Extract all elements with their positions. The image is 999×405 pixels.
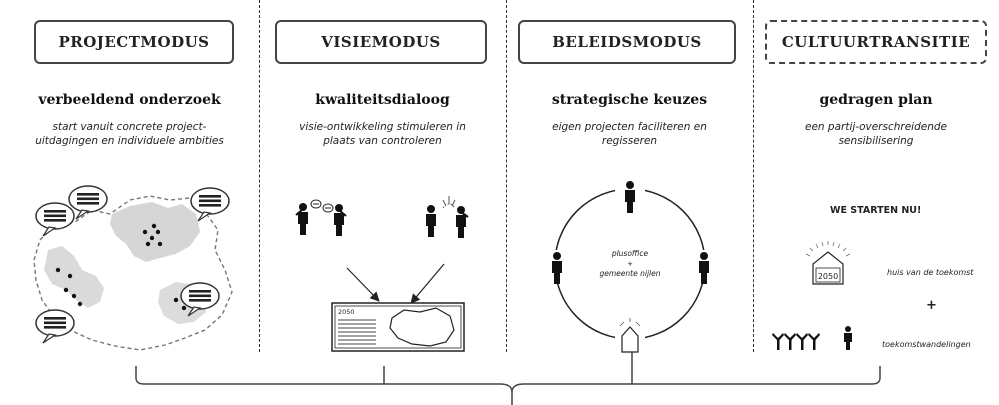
person-icon	[844, 326, 852, 350]
column-beleidsmodus: BELEIDSMODUS strategische keuzes eigen p…	[506, 0, 753, 352]
plus-sign: +	[926, 298, 937, 313]
document-year: 2050	[338, 308, 355, 316]
bottom-brace	[135, 366, 881, 405]
mode-box-projectmodus: PROJECTMODUS	[34, 20, 234, 64]
column-heading: kwaliteitsdialoog	[315, 92, 450, 108]
speech-bubble-icon	[35, 202, 75, 237]
divider-2	[506, 0, 507, 352]
arrow-right	[410, 263, 445, 304]
center-label-2: gemeente nijlen	[600, 269, 661, 278]
column-description: visie-ontwikkeling stimuleren in plaats …	[299, 121, 466, 147]
column-description: een partij-overschreidende sensibiliseri…	[805, 121, 947, 147]
mode-title: BELEIDSMODUS	[552, 33, 702, 51]
column-heading: strategische keuzes	[551, 92, 708, 108]
divider-3	[753, 0, 754, 352]
dialogue-group-left	[295, 199, 347, 236]
mode-box-cultuurtransitie: CULTUURTRANSITIE	[765, 20, 987, 64]
person-icon	[298, 203, 308, 235]
center-label-1: plusoffice	[611, 249, 649, 258]
column-description: eigen projecten faciliteren en regissere…	[552, 121, 707, 147]
column-visiemodus: VISIEMODUS kwaliteitsdialoog visie-ontwi…	[259, 0, 506, 352]
column-description: start vanuit concrete project-uitdaginge…	[35, 121, 224, 147]
mode-title: VISIEMODUS	[321, 33, 441, 51]
arrow-left	[346, 267, 380, 302]
house-year: 2050	[818, 272, 838, 281]
column-heading: gedragen plan	[819, 92, 933, 108]
mode-box-beleidsmodus: BELEIDSMODUS	[518, 20, 736, 64]
house-icon	[619, 318, 641, 353]
mode-title: PROJECTMODUS	[58, 33, 210, 51]
start-now-text: WE STARTEN NU!	[830, 205, 922, 216]
speech-bubble-icon	[190, 187, 230, 222]
person-icon	[456, 206, 466, 238]
center-label-plus: +	[627, 260, 633, 268]
divider-1	[259, 0, 260, 352]
person-icon	[334, 204, 344, 236]
column-heading: verbeeldend onderzoek	[38, 92, 221, 108]
house-of-future-label: huis van de toekomst	[887, 268, 974, 277]
speech-bubble-icon	[35, 309, 75, 344]
future-walks-label: toekomstwandelingen	[882, 340, 971, 349]
mode-title: CULTUURTRANSITIE	[781, 33, 971, 51]
column-cultuurtransitie: CULTUURTRANSITIE gedragen plan een parti…	[753, 0, 999, 352]
dialogue-group-right	[426, 196, 469, 238]
mode-box-visiemodus: VISIEMODUS	[275, 20, 487, 64]
person-icon	[426, 205, 436, 237]
speech-bubble-icon	[68, 185, 108, 220]
house-of-future-icon: 2050	[805, 241, 851, 285]
column-projectmodus: PROJECTMODUS verbeeldend onderzoek start…	[0, 0, 259, 352]
document-map-icon: 2050	[331, 302, 465, 352]
people-group-icon	[772, 326, 852, 350]
